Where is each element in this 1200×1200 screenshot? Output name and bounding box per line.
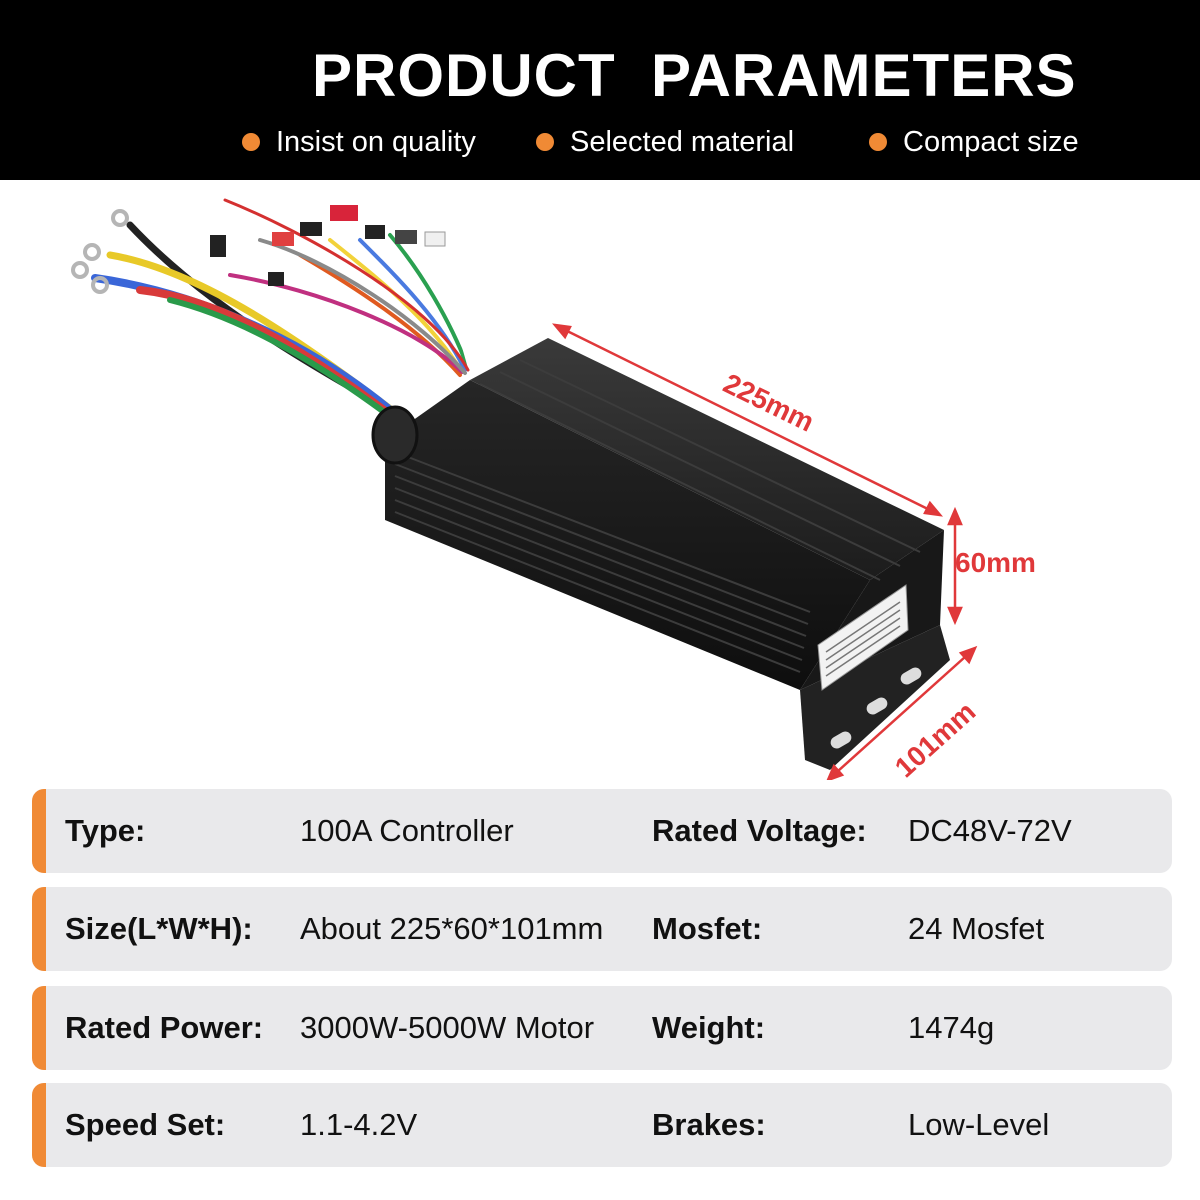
bullet-dot-icon — [242, 133, 260, 151]
page-title: PRODUCT PARAMETERS — [312, 42, 1077, 109]
feature-item-material: Selected material — [536, 124, 794, 160]
spec-row: Speed Set: 1.1-4.2V Brakes: Low-Level — [32, 1083, 1172, 1167]
spec-value-size: About 225*60*101mm — [300, 911, 604, 946]
spec-value-weight: 1474g — [908, 1010, 995, 1045]
spec-label-rated-power: Rated Power: — [65, 1010, 264, 1045]
controller-illustration: 225mm 60mm 101mm — [71, 198, 1036, 780]
spec-label-weight: Weight: — [652, 1010, 766, 1045]
controller-top-face — [470, 338, 944, 580]
header-banner: PRODUCT PARAMETERS Insist on quality Sel… — [0, 0, 1200, 180]
row-accent-bar — [32, 789, 46, 873]
spec-row: Size(L*W*H): About 225*60*101mm Mosfet: … — [32, 887, 1172, 971]
spec-row: Rated Power: 3000W-5000W Motor Weight: 1… — [32, 986, 1172, 1070]
dimension-height-label: 60mm — [955, 547, 1036, 578]
row-accent-bar — [32, 887, 46, 971]
spec-value-rated-power: 3000W-5000W Motor — [300, 1010, 595, 1045]
row-accent-bar — [32, 986, 46, 1070]
wire-connectors — [210, 205, 446, 286]
spec-label-speed-set: Speed Set: — [65, 1107, 226, 1142]
spec-value-mosfet: 24 Mosfet — [908, 911, 1045, 946]
spec-label-size: Size(L*W*H): — [65, 911, 253, 946]
spec-value-rated-voltage: DC48V-72V — [908, 813, 1072, 848]
spec-value-brakes: Low-Level — [908, 1107, 1050, 1142]
cable-gland — [371, 405, 419, 465]
ring-terminals — [71, 209, 129, 294]
mounting-bracket — [800, 625, 950, 770]
wire-bundle — [91, 198, 472, 436]
feature-label: Compact size — [903, 125, 1079, 158]
spec-label-type: Type: — [65, 813, 146, 848]
spec-label-rated-voltage: Rated Voltage: — [652, 813, 867, 848]
dimension-width-label: 101mm — [889, 696, 981, 780]
spec-label-brakes: Brakes: — [652, 1107, 766, 1142]
row-accent-bar — [32, 1083, 46, 1167]
spec-label-mosfet: Mosfet: — [652, 911, 763, 946]
bullet-dot-icon — [536, 133, 554, 151]
dimension-length-label: 225mm — [719, 368, 819, 438]
product-photo: 225mm 60mm 101mm — [0, 180, 1200, 780]
feature-item-size: Compact size — [869, 124, 1079, 160]
feature-list: Insist on quality Selected material Comp… — [0, 124, 1200, 160]
feature-label: Selected material — [570, 125, 795, 158]
feature-label: Insist on quality — [276, 125, 476, 158]
spec-row: Type: 100A Controller Rated Voltage: DC4… — [32, 789, 1172, 873]
feature-item-quality: Insist on quality — [242, 124, 476, 160]
heatsink-fins — [394, 359, 921, 673]
bullet-dot-icon — [869, 133, 887, 151]
controller-front-face — [385, 380, 870, 690]
spec-value-speed-set: 1.1-4.2V — [300, 1107, 418, 1142]
spec-value-type: 100A Controller — [300, 813, 514, 848]
dimension-lines — [551, 323, 978, 780]
